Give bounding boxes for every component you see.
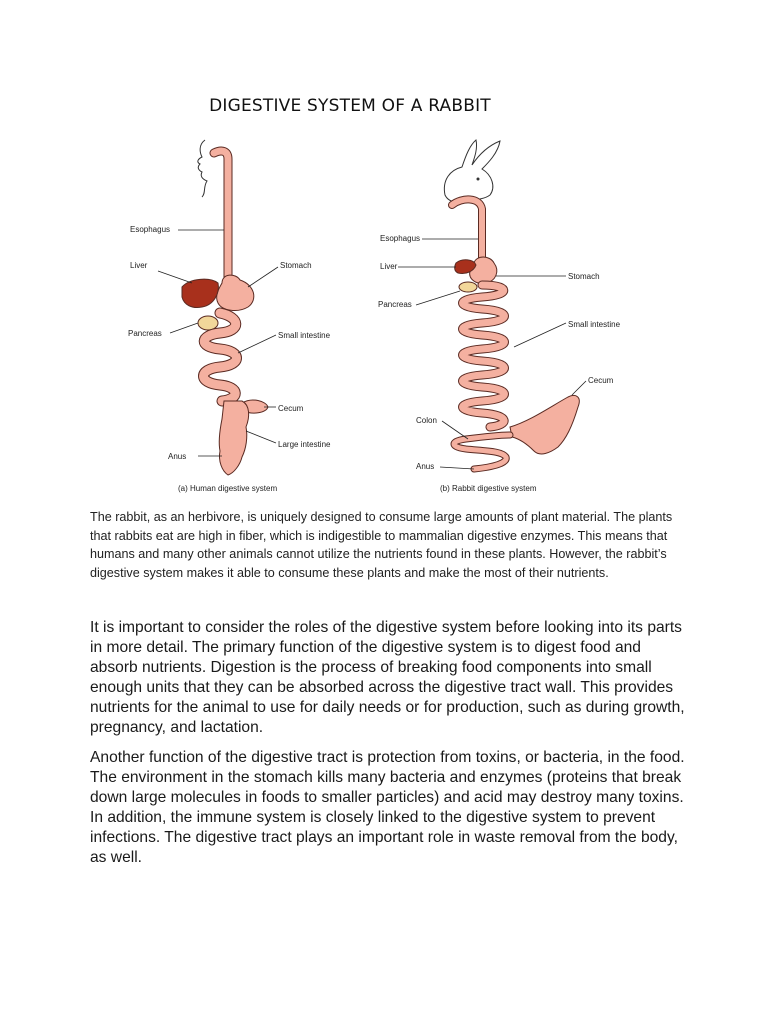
protection-paragraph: Another function of the digestive tract … bbox=[90, 749, 685, 866]
digestive-system-figure: Esophagus Liver Stomach Pancreas Small i… bbox=[110, 135, 650, 500]
human-large-intestine bbox=[218, 400, 250, 476]
rabbit-label-esophagus: Esophagus bbox=[380, 234, 420, 243]
human-label-stomach: Stomach bbox=[280, 261, 312, 270]
human-label-anus: Anus bbox=[168, 452, 186, 461]
human-caption: (a) Human digestive system bbox=[178, 484, 277, 493]
human-label-liver: Liver bbox=[130, 261, 148, 270]
human-label-pancreas: Pancreas bbox=[128, 329, 162, 338]
rabbit-caption: (b) Rabbit digestive system bbox=[440, 484, 537, 493]
rabbit-stomach bbox=[469, 256, 498, 284]
rabbit-label-pancreas: Pancreas bbox=[378, 300, 412, 309]
human-face-outline bbox=[197, 139, 208, 198]
rabbit-label-anus: Anus bbox=[416, 462, 434, 471]
digestive-diagram: Esophagus Liver Stomach Pancreas Small i… bbox=[128, 139, 621, 493]
human-label-esophagus: Esophagus bbox=[130, 225, 170, 234]
rabbit-leader-lines bbox=[398, 238, 587, 470]
rabbit-label-cecum: Cecum bbox=[588, 376, 614, 385]
rabbit-label-colon: Colon bbox=[416, 416, 437, 425]
rabbit-liver bbox=[454, 259, 477, 274]
rabbit-esophagus bbox=[448, 195, 486, 267]
human-label-large-intestine: Large intestine bbox=[278, 440, 331, 449]
rabbit-label-stomach: Stomach bbox=[568, 272, 600, 281]
human-pancreas bbox=[197, 315, 219, 331]
page-title: DIGESTIVE SYSTEM OF A RABBIT bbox=[209, 96, 491, 116]
rabbit-label-small-intestine: Small intestine bbox=[568, 320, 621, 329]
rabbit-label-liver: Liver bbox=[380, 262, 398, 271]
human-leader-lines bbox=[157, 229, 279, 457]
human-stomach bbox=[216, 274, 255, 311]
intro-paragraph: The rabbit, as an herbivore, is uniquely… bbox=[90, 510, 673, 580]
human-label-cecum: Cecum bbox=[278, 404, 304, 413]
human-liver bbox=[181, 278, 219, 308]
rabbit-pancreas bbox=[458, 281, 478, 293]
rabbit-diagram: Esophagus Liver Stomach Pancreas Small i… bbox=[378, 139, 621, 493]
human-diagram: Esophagus Liver Stomach Pancreas Small i… bbox=[128, 139, 331, 493]
functions-paragraph: It is important to consider the roles of… bbox=[90, 619, 685, 736]
rabbit-cecum bbox=[509, 394, 580, 455]
human-label-small-intestine: Small intestine bbox=[278, 331, 331, 340]
rabbit-head-outline bbox=[443, 139, 501, 203]
